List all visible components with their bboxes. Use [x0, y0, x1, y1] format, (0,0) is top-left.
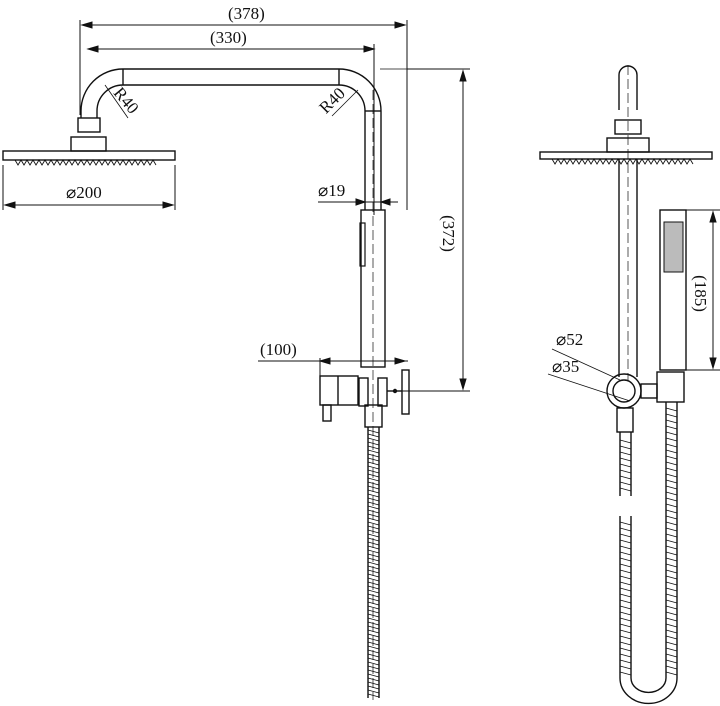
shower-arm: [80, 68, 382, 700]
hose-front: [367, 427, 380, 698]
dim-overall-width: (378): [228, 4, 265, 23]
wall-bracket: [319, 375, 359, 406]
nut: [77, 117, 101, 133]
dim-head-diameter: ⌀200: [66, 183, 102, 202]
dim-wall-projection: (100): [260, 340, 297, 359]
side-view: [539, 65, 720, 705]
dim-hand-shower-length: (185): [690, 275, 710, 312]
dim-line-378: [79, 20, 408, 210]
dim-pipe-diameter: ⌀19: [318, 181, 346, 200]
dim-outlet-outer-diameter: ⌀52: [556, 330, 584, 349]
dim-line-330: [86, 44, 376, 215]
dim-outlet-inner-diameter: ⌀35: [552, 357, 580, 376]
dim-height: (372): [438, 215, 458, 252]
rain-head: [2, 150, 176, 161]
hand-shower: [360, 209, 386, 368]
dim-arm-length: (330): [210, 28, 247, 47]
